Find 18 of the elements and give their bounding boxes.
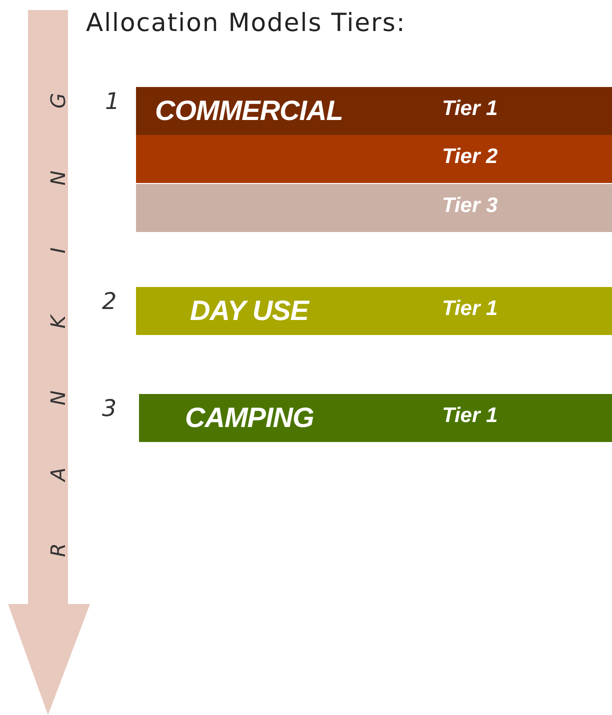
- tier-band: [139, 394, 612, 442]
- tier-band: [136, 184, 612, 232]
- tier-label: Tier 1: [442, 297, 498, 321]
- tier-label: Tier 3: [442, 194, 498, 218]
- tier-label: Tier 1: [442, 97, 498, 121]
- tier-band: [136, 135, 612, 183]
- axis-label: RANKING: [46, 31, 70, 557]
- category-label: COMMERCIAL: [155, 95, 343, 127]
- category-label: DAY USE: [190, 295, 308, 327]
- tier-label: Tier 2: [442, 145, 498, 169]
- title: Allocation Models Tiers:: [86, 8, 406, 37]
- tier-band: [136, 287, 612, 335]
- rank-number: 3: [102, 396, 117, 422]
- rank-number: 2: [102, 289, 117, 315]
- tier-label: Tier 1: [442, 404, 498, 428]
- rank-number: 1: [105, 89, 120, 115]
- category-label: CAMPING: [185, 402, 314, 434]
- tier-band: [136, 87, 612, 135]
